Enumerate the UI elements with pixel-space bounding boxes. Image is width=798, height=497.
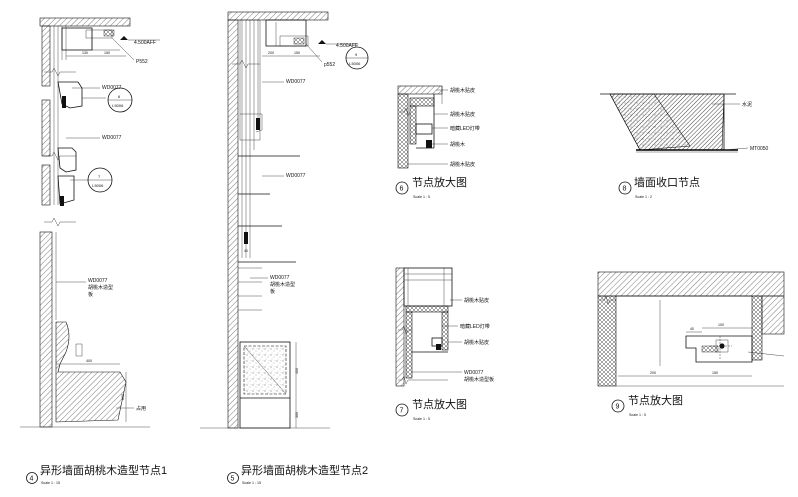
d4-callout-bubble-6[interactable]: 6 I-5006 — [107, 87, 133, 113]
d5-dim-150: 150 — [294, 51, 300, 55]
detail-8-title: 8 墙面收口节点 Scale 1 : 2 — [618, 175, 700, 199]
d5-wd0077-label-2: WD0077 — [286, 173, 306, 179]
svg-text:7: 7 — [98, 174, 101, 179]
d4-wd0077-note-1: 胡桃木造型 — [88, 284, 113, 291]
d4-dim-150: 150 — [104, 51, 110, 55]
svg-text:I-5006: I-5006 — [349, 61, 361, 66]
d4-chair-label: 占用 — [136, 405, 146, 412]
d5-callout-bubble-9[interactable]: 9 I-5006 — [345, 46, 369, 70]
d5-dim-lower: 40 — [244, 249, 248, 253]
d4-wd0077-note-2: 板 — [88, 291, 93, 298]
d5-wd0077-label-3: WD0077 — [270, 275, 290, 281]
d6-title: 节点放大图 — [412, 175, 467, 189]
d5-number: 5 — [231, 476, 235, 483]
d5-dim-400: 400 — [295, 368, 299, 374]
d8-title: 墙面收口节点 — [634, 175, 700, 189]
d9-number: 9 — [616, 404, 620, 411]
detail-7-title: 7 节点放大图 Scale 1 : 5 — [395, 397, 467, 421]
d7-label-3: 胡桃木贴皮 — [464, 339, 489, 346]
d9-title: 节点放大图 — [628, 393, 683, 407]
detail-6: 胡桃木贴皮 胡桃木贴皮 暗藏LED灯带 胡桃木 胡桃木贴皮 6 节点放大图 Sc… — [395, 85, 480, 199]
d8-label-cement: 水泥 — [742, 101, 752, 108]
d9-dim-40: 40 — [690, 327, 694, 331]
d5-scale: Scale 1 : 15 — [242, 481, 261, 485]
d5-elevation-label: 4.500AFF — [336, 43, 358, 49]
d5-title: 异形墙面胡桃木造型节点2 — [241, 463, 368, 477]
d5-wd0077-note-1: 胡桃木造型 — [270, 281, 295, 288]
d8-label-mt0050: MT0050 — [750, 146, 769, 152]
d6-label-2: 胡桃木贴皮 — [450, 111, 475, 118]
svg-text:I-5006: I-5006 — [112, 103, 124, 108]
d7-label-5: 胡桃木造型板 — [464, 376, 494, 383]
d5-dim-300: 300 — [295, 412, 299, 418]
d9-dim-150: 150 — [712, 371, 718, 375]
d9-scale: Scale 1 : 5 — [629, 413, 646, 417]
d5-p552-label: p552 — [324, 62, 335, 68]
d4-dim-600: 600 — [121, 394, 125, 400]
d4-wd0077-label-3: WD0077 — [88, 278, 108, 284]
svg-text:I-5006: I-5006 — [92, 183, 104, 188]
d7-label-1: 胡桃木贴皮 — [464, 297, 489, 304]
d7-scale: Scale 1 : 5 — [413, 417, 430, 421]
svg-text:9: 9 — [355, 52, 358, 57]
d6-label-1: 胡桃木贴皮 — [450, 87, 475, 94]
d4-number: 4 — [30, 476, 34, 483]
d4-elevation-label: 4.500AFF — [134, 40, 156, 46]
detail-4: 130 150 4.500AFF P552 WD0077 WD0077 6 I-… — [20, 17, 167, 485]
d4-scale: Scale 1 : 15 — [41, 481, 60, 485]
d8-number: 8 — [623, 186, 627, 193]
d6-scale: Scale 1 : 5 — [413, 195, 430, 199]
d7-title: 节点放大图 — [412, 397, 467, 411]
d9-dim-100: 100 — [718, 323, 724, 327]
d6-label-3: 暗藏LED灯带 — [450, 125, 480, 132]
detail-5: 200 150 4.500AFF p552 9 I-5006 WD0077 WD… — [200, 11, 369, 485]
d7-number: 7 — [400, 408, 404, 415]
d8-scale: Scale 1 : 2 — [635, 195, 652, 199]
d6-label-5: 胡桃木贴皮 — [450, 161, 475, 168]
detail-5-title: 5 异形墙面胡桃木造型节点2 Scale 1 : 15 — [227, 463, 368, 485]
detail-6-title: 6 节点放大图 Scale 1 : 5 — [395, 175, 467, 199]
d5-wd0077-label-1: WD0077 — [286, 79, 306, 85]
d4-callout-bubble-7[interactable]: 7 I-5006 — [87, 167, 113, 193]
detail-7: 胡桃木贴皮 暗藏LED灯带 胡桃木贴皮 WD0077 胡桃木造型板 7 节点放大… — [395, 267, 494, 421]
d6-label-4: 胡桃木 — [450, 141, 465, 148]
d4-p552-label: P552 — [136, 59, 148, 65]
detail-8: 水泥 MT0050 8 墙面收口节点 Scale 1 : 2 — [600, 93, 769, 199]
d7-label-4: WD0077 — [464, 370, 484, 376]
detail-9-title: 9 节点放大图 Scale 1 : 5 — [611, 393, 683, 417]
d6-number: 6 — [400, 186, 404, 193]
d5-wd0077-note-2: 板 — [270, 288, 275, 295]
d4-title: 异形墙面胡桃木造型节点1 — [40, 463, 167, 477]
d9-dim-200: 200 — [650, 371, 656, 375]
svg-text:6: 6 — [118, 94, 121, 99]
d7-label-2: 暗藏LED灯带 — [460, 323, 490, 330]
d4-dim-400: 400 — [86, 359, 92, 363]
detail-9: 40 100 200 150 9 节点放大图 Scale 1 : 5 — [597, 271, 785, 417]
d4-dim-130: 130 — [82, 51, 88, 55]
d4-wd0077-label-1: WD0077 — [102, 85, 122, 91]
d5-dim-200: 200 — [268, 51, 274, 55]
detail-4-title: 4 异形墙面胡桃木造型节点1 Scale 1 : 15 — [26, 463, 167, 485]
d4-wd0077-label-2: WD0077 — [102, 135, 122, 141]
